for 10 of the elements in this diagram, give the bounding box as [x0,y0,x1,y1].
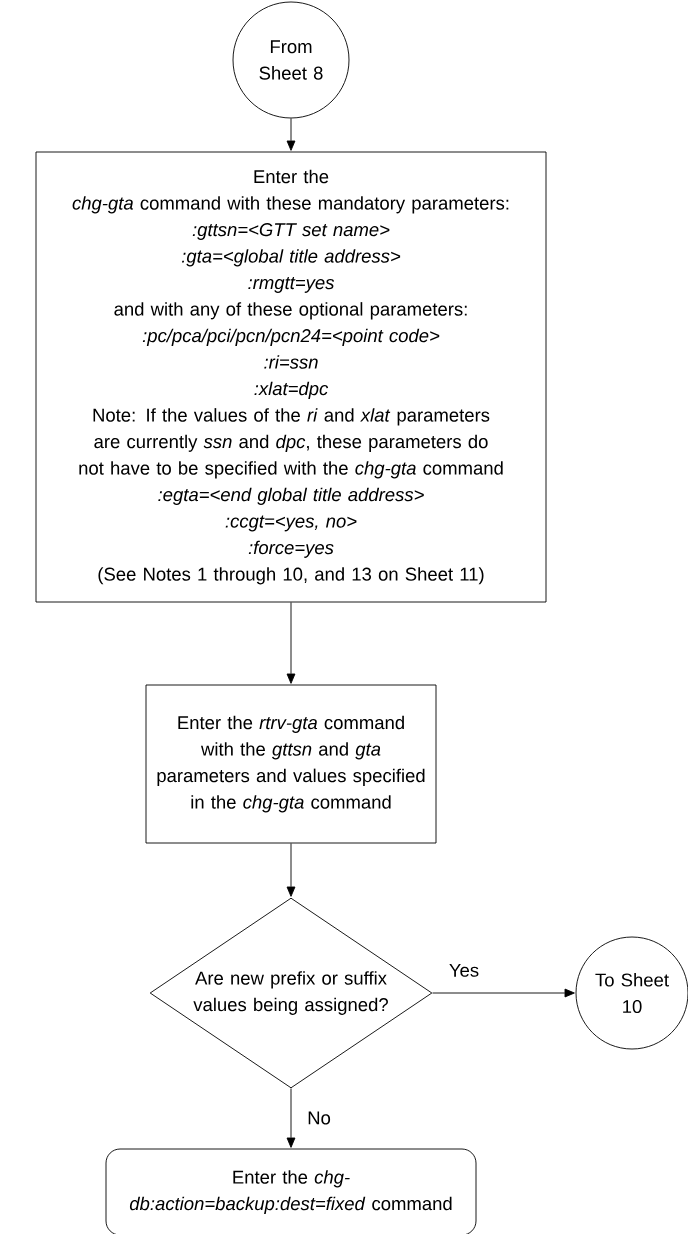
edge-label: No [306,1110,332,1126]
process-box: Enter the chg-gta command with these mandatory parameters: :gttsn=<GTT set name> :gta=<global title address> :rmgtt=yes and with any of these optional parameters: :pc/pca/pci/pcn/pcn24=<point code> :ri=ssn :xlat=dpc Note: If the values of the ri and xlat parameters are currently ssn and dpc, these parameters do not have to be specified with the chg-gta command :egta=<end global title address> :ccgt=<yes, no> :force=yes (See Notes 1 through 10, and 13 on Sheet 11) [35,151,547,603]
edge-label: Yes [447,962,481,978]
arrow [286,843,296,897]
arrow [286,1088,296,1148]
arrow [432,988,575,998]
arrow [286,118,296,151]
arrow [286,602,296,684]
process-box: Enter the rtrv-gta command with the gttsn and gta parameters and values specified in the chg-gta command [145,684,437,844]
terminal-box: Enter the chg-db:action=backup:dest=fixed command [105,1148,477,1234]
